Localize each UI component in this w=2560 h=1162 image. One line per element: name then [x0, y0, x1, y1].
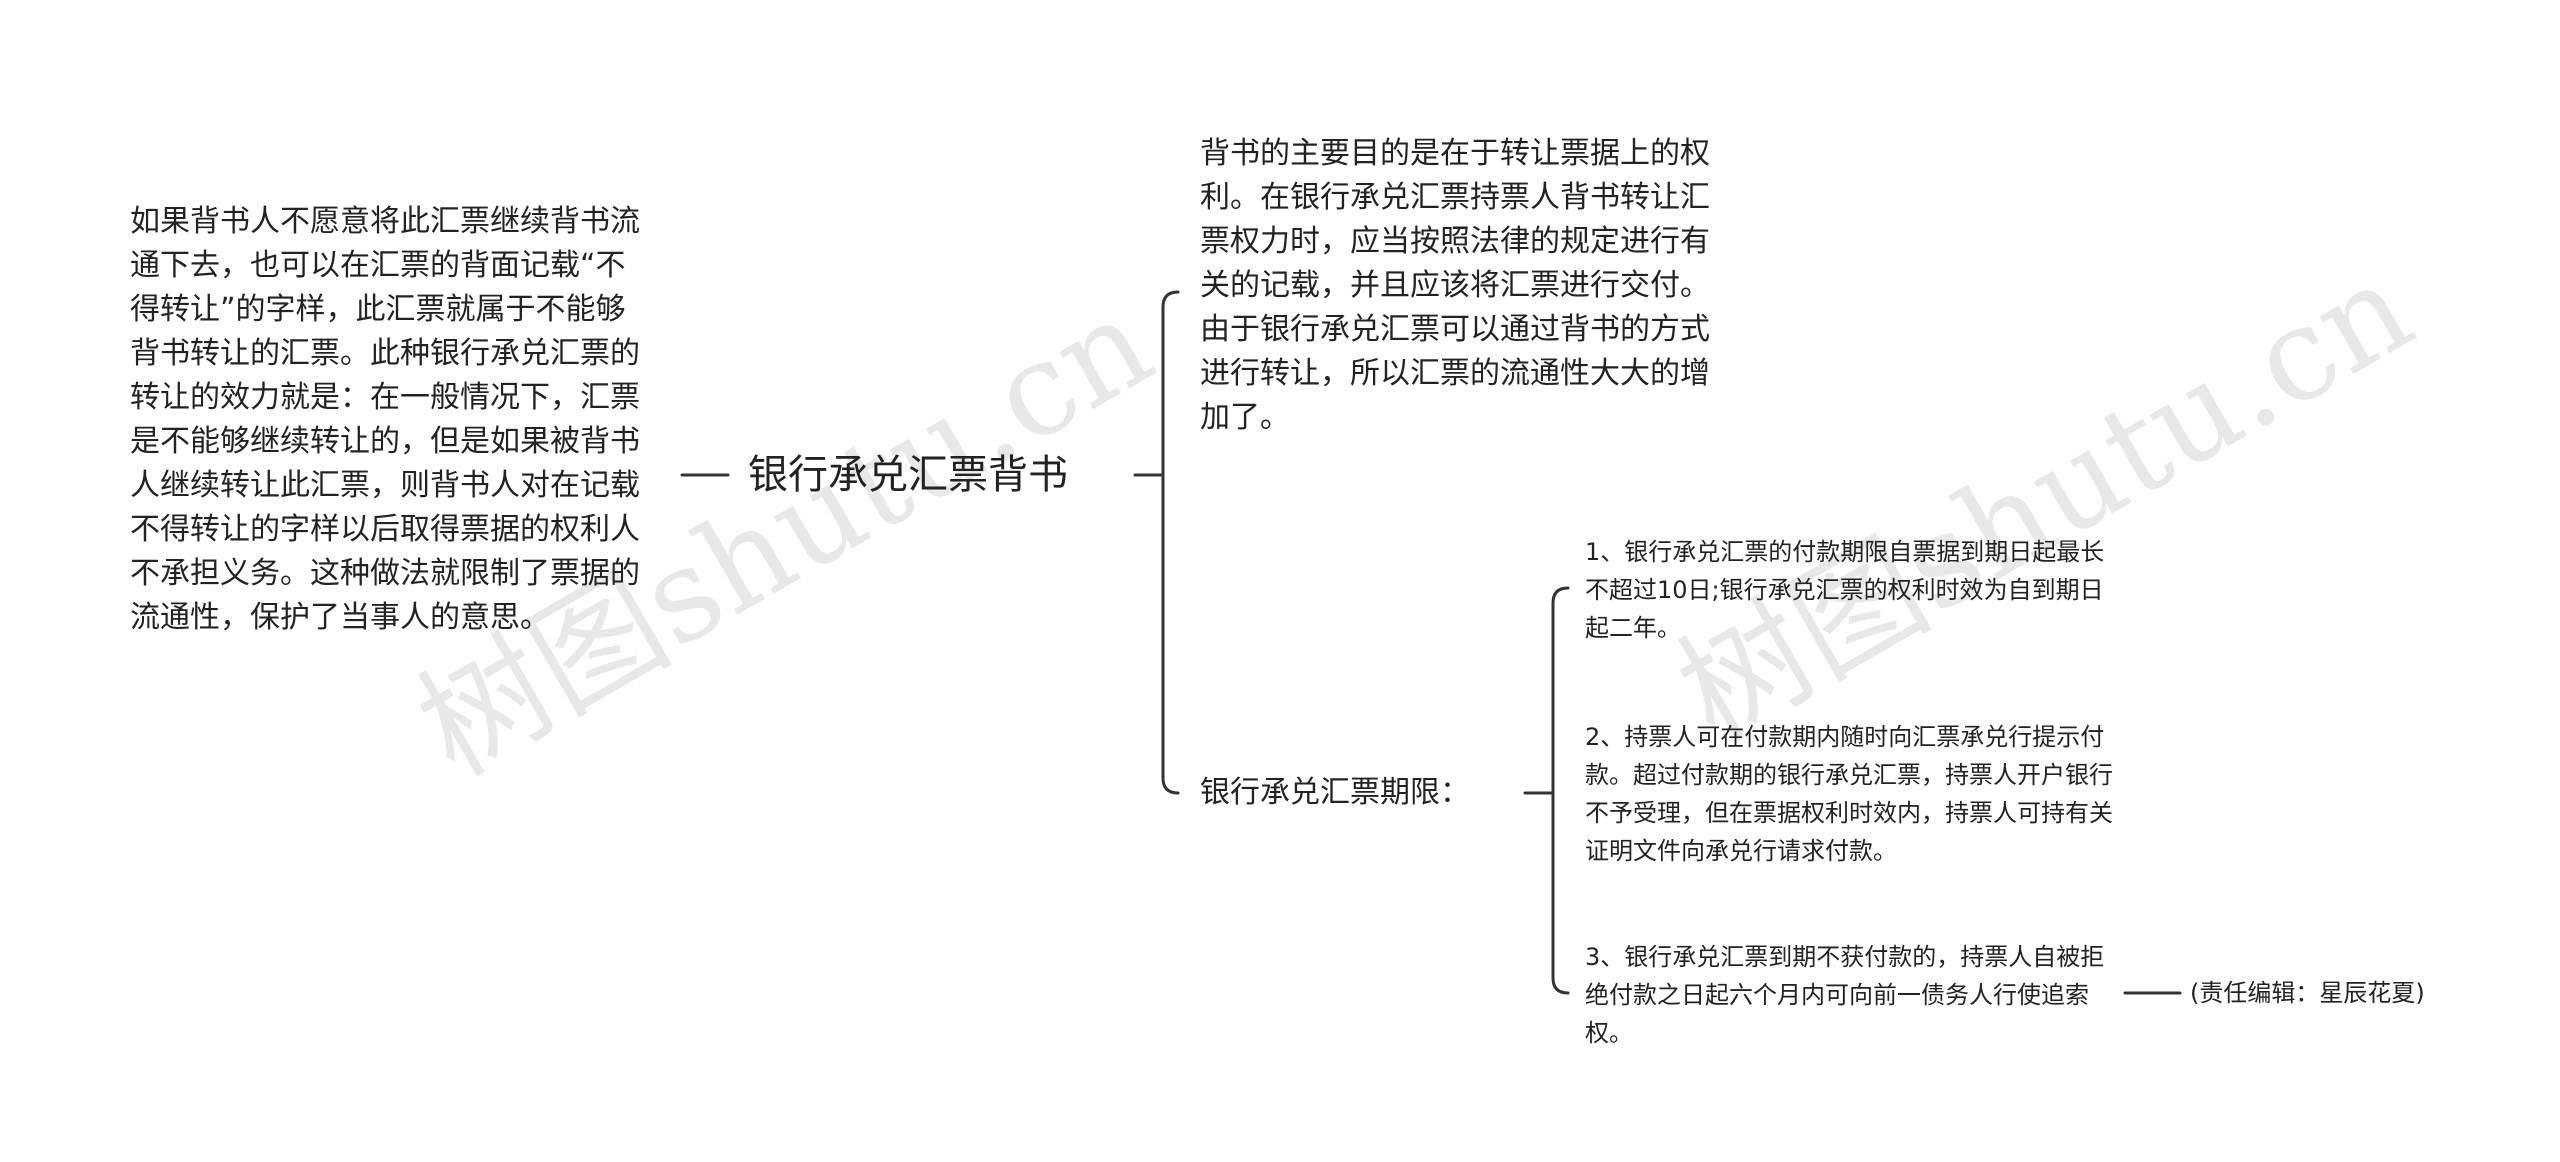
term-item-3: 3、银行承兑汇票到期不获付款的，持票人自被拒绝付款之日起六个月内可向前一债务人行…	[1585, 943, 2105, 1047]
term-item-1: 1、银行承兑汇票的付款期限自票据到期日起最长不超过10日;银行承兑汇票的权利时效…	[1585, 538, 2105, 642]
term-item-2: 2、持票人可在付款期内随时向汇票承兑行提示付款。超过付款期的银行承兑汇票，持票人…	[1585, 723, 2113, 865]
left-note-text: 如果背书人不愿意将此汇票继续背书流通下去，也可以在汇票的背面记载“不得转让”的字…	[130, 204, 640, 635]
term-label[interactable]: 银行承兑汇票期限：	[1200, 775, 1470, 810]
root-topic[interactable]: 银行承兑汇票背书	[748, 452, 1068, 498]
purpose-text: 背书的主要目的是在于转让票据上的权利。在银行承兑汇票持票人背书转让汇票权力时，应…	[1200, 136, 1710, 435]
bracket-main	[1161, 290, 1180, 795]
bracket-items	[1551, 586, 1570, 995]
editor-note: (责任编辑：星辰花夏)	[2190, 979, 2425, 1007]
